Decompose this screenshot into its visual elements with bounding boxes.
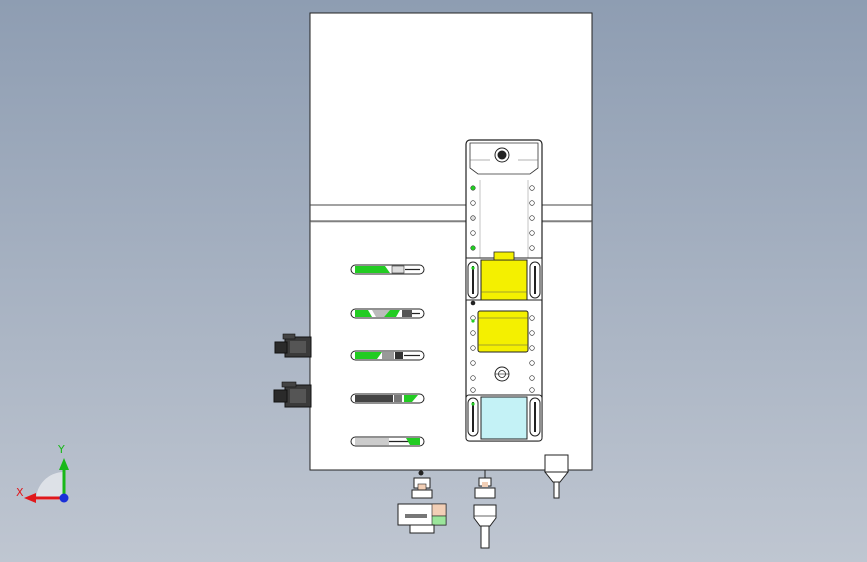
connector-upper[interactable]: [274, 333, 312, 358]
fitting-left[interactable]: [397, 470, 447, 534]
slot-3: [350, 350, 425, 361]
slot-4: [350, 393, 425, 404]
axis-x-label: X: [16, 486, 24, 499]
fitting-center[interactable]: [473, 470, 497, 549]
slot-1: [350, 264, 425, 275]
cyan-block[interactable]: [465, 394, 543, 442]
axis-y-label: Y: [58, 443, 65, 456]
coordinate-triad: [24, 458, 69, 503]
slot-5: [350, 436, 425, 447]
yellow-block-lower[interactable]: [471, 310, 529, 353]
connector-lower[interactable]: [273, 381, 312, 408]
slot-2: [350, 308, 425, 319]
center-knob[interactable]: [494, 366, 510, 382]
fitting-right[interactable]: [543, 454, 570, 499]
yellow-block-upper[interactable]: [465, 251, 543, 301]
rail-holes-left: [470, 185, 476, 393]
rail-holes-right: [529, 185, 535, 393]
